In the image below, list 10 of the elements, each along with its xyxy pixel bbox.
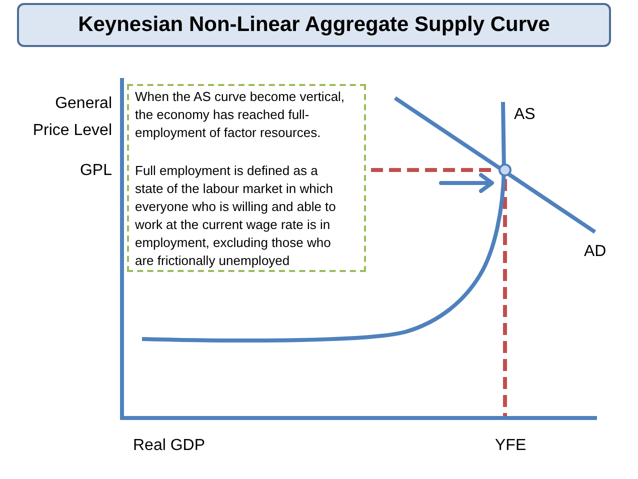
curve-label: AD	[584, 242, 606, 262]
axis-tick-label: YFE	[495, 436, 526, 456]
title-banner: Keynesian Non-Linear Aggregate Supply Curve	[17, 3, 611, 47]
axis-title: Real GDP	[133, 436, 206, 456]
axis-title: General Price Level	[32, 94, 112, 141]
axis-tick-label: GPL	[78, 161, 112, 181]
curve-label: AS	[514, 105, 536, 125]
note-text: Full employment is defined as a state of the labour market in which everyone who is willing and able to work at the current wage rate is in employment, excluding those who are frictionally unemployed	[135, 162, 337, 270]
note-text: When the AS curve become vertical, the economy has reached full-employment of factor resources.	[135, 88, 346, 142]
text-box	[127, 84, 366, 272]
